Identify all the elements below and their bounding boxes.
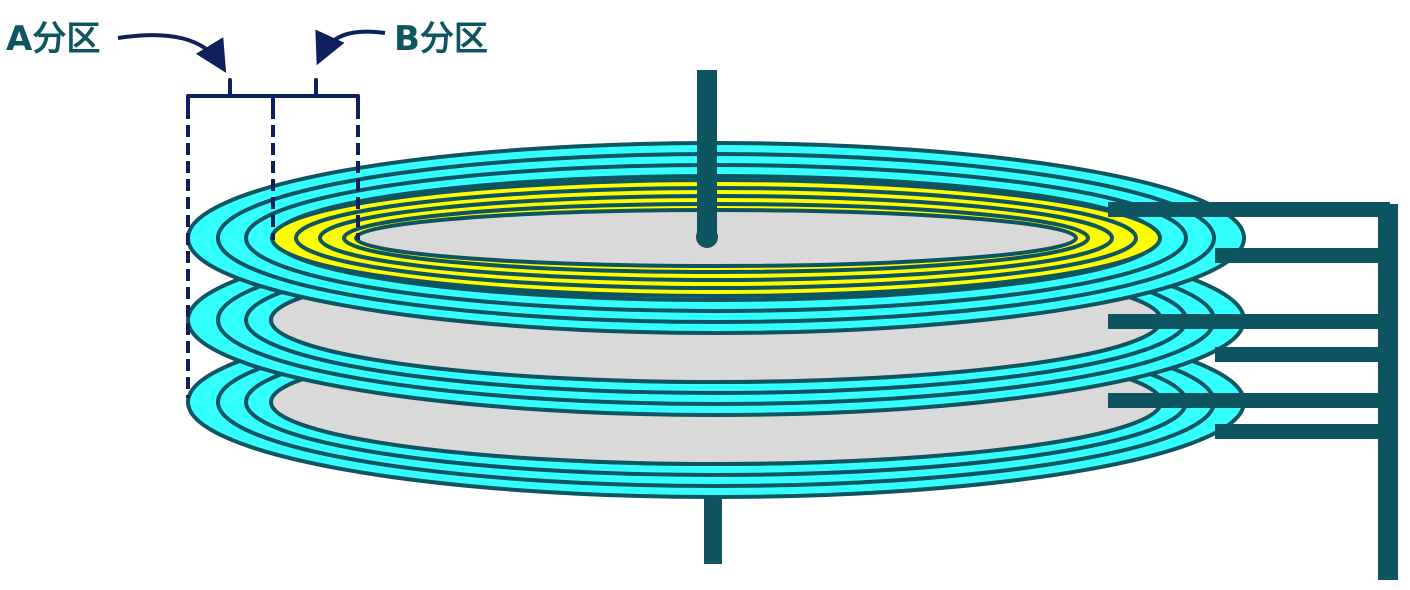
actuator-arm-2 bbox=[1215, 248, 1390, 263]
partition-a-arrow bbox=[117, 33, 227, 73]
partition-b-label: B分区 bbox=[394, 19, 488, 59]
spindle-top bbox=[697, 70, 717, 236]
actuator-arm-1 bbox=[1108, 202, 1390, 217]
spindle-bottom bbox=[704, 480, 722, 564]
actuator-arm-5 bbox=[1108, 393, 1390, 408]
actuator-arm-assembly bbox=[1108, 202, 1398, 580]
actuator-arm-3 bbox=[1108, 314, 1390, 329]
actuator-arm-4 bbox=[1215, 347, 1390, 362]
partition-a-bracket bbox=[186, 78, 275, 109]
partition-b-bracket bbox=[271, 78, 360, 109]
spindle-hub bbox=[696, 226, 718, 248]
actuator-arm-6 bbox=[1215, 424, 1390, 439]
partition-b-arrow bbox=[315, 29, 386, 66]
partition-guide-lines bbox=[186, 107, 360, 398]
partition-a-label: A分区 bbox=[6, 19, 100, 59]
actuator-post bbox=[1378, 204, 1398, 580]
